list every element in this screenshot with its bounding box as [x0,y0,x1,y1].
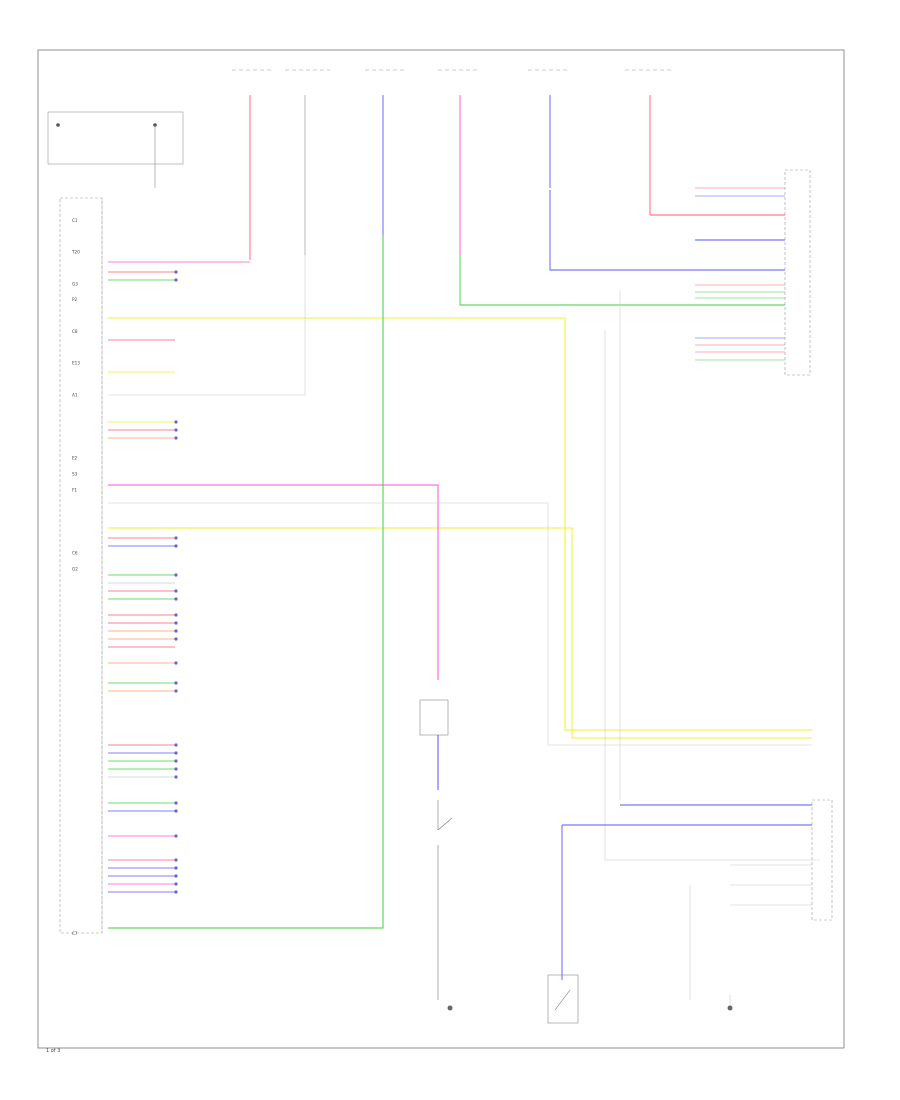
bottom-pressure-switch [547,974,579,1024]
left-leads [108,261,250,893]
center-switch [437,800,453,1000]
page-label: 1 of 3 [46,1048,60,1054]
gray-thin-wires [108,255,820,861]
ground-terminal-center [447,1005,453,1011]
pin-label: C8 [72,329,78,334]
ground-terminal-right [727,1005,733,1011]
fuse-feed-lines [249,95,651,260]
pin-label: P2 [72,297,78,302]
pin-label: A1 [72,392,78,397]
pin-label: G2 [72,567,78,572]
yellow-signal-wires [108,317,812,739]
pin-label: C1 [72,218,78,223]
left-ecu-connector [59,197,103,934]
center-sensor-module [419,699,449,736]
ignition-switch-box [47,111,184,165]
pink-signal-wire [108,484,439,680]
pin-label: E2 [72,456,78,461]
pin-label: T20 [71,250,80,255]
pin-label: C6 [72,551,78,556]
pin-label: E13 [72,361,80,366]
right-connector-wires [459,187,785,361]
pin-label: C7 [72,931,78,936]
lead-terminals [174,270,178,894]
right-ecu-connector [784,169,811,376]
green-signal-wire [108,235,384,929]
gray-bottom-right [689,864,812,1005]
right-bottom-connector [811,799,833,921]
blue-bottom-wires [561,804,812,980]
pin-label: S3 [72,472,78,477]
pin-label: F1 [72,487,77,492]
diagram-border [37,49,845,1049]
pin-label: G3 [72,281,78,286]
